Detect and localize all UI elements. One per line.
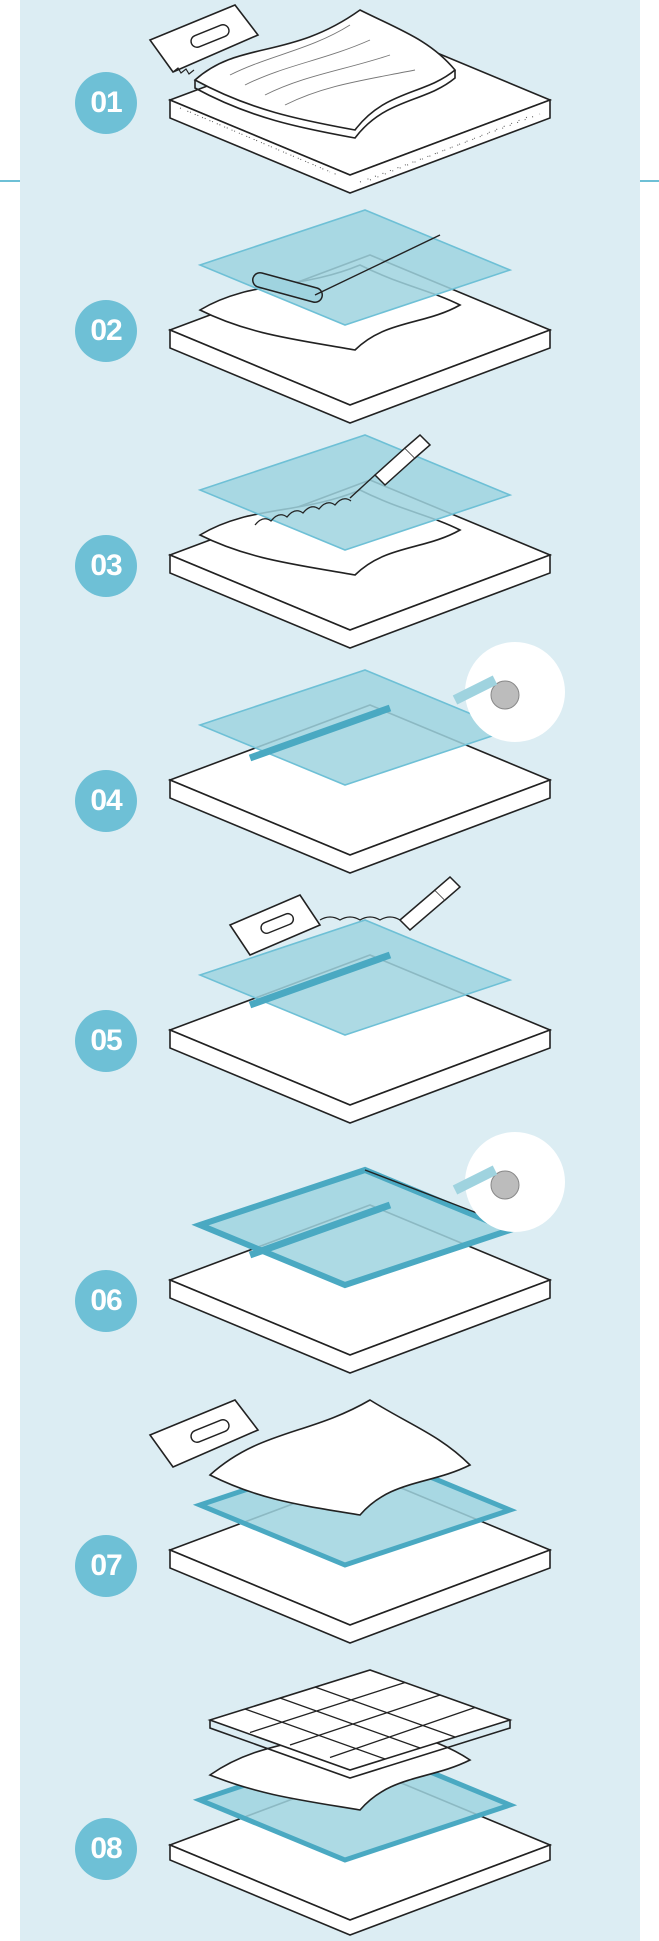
step-07-illustration (170, 1380, 570, 1650)
sealant-gun-icon (320, 877, 460, 930)
step-badge-06: 06 (75, 1270, 137, 1332)
step-badge-02: 02 (75, 300, 137, 362)
step-01-illustration (170, 0, 570, 200)
step-badge-05: 05 (75, 1010, 137, 1072)
step-badge-07: 07 (75, 1535, 137, 1597)
step-06-illustration (170, 1140, 570, 1380)
step-04-illustration (170, 650, 570, 880)
step-05-illustration (170, 880, 570, 1130)
step-03-illustration (170, 430, 570, 650)
step-badge-08: 08 (75, 1818, 137, 1880)
step-08-illustration (170, 1670, 570, 1941)
step-badge-04: 04 (75, 770, 137, 832)
step-02-illustration (170, 210, 570, 430)
step-badge-03: 03 (75, 535, 137, 597)
step-badge-01: 01 (75, 72, 137, 134)
divider-right (640, 180, 659, 182)
divider-left (0, 180, 20, 182)
